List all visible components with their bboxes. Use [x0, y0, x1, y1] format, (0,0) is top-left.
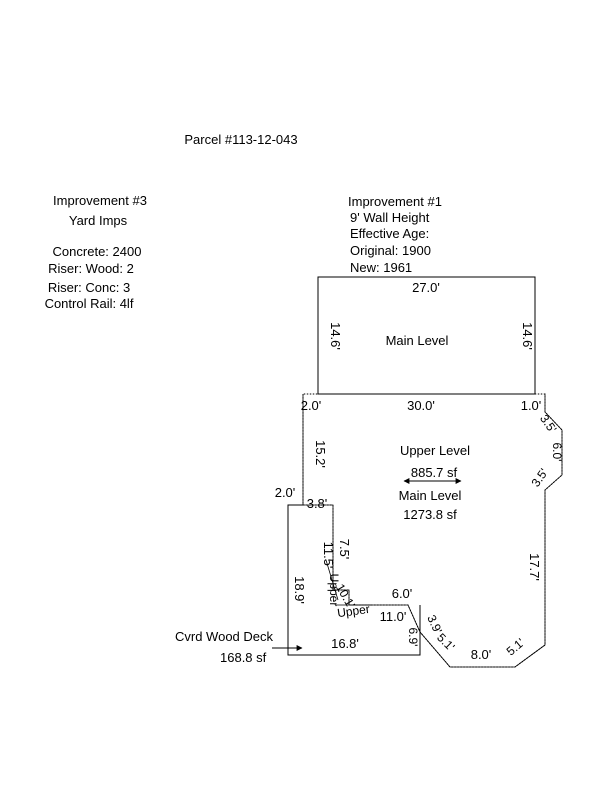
improvement3-riser-conc: Riser: Conc: 3 — [47, 280, 131, 295]
dim-top-width: 27.0' — [412, 280, 440, 295]
main-level-top-label: Main Level — [386, 333, 449, 348]
main-level-label: Main Level — [399, 488, 462, 503]
dim-diag-c: 3.5' — [529, 466, 551, 490]
dim-right-wall: 17.7' — [527, 553, 542, 581]
dim-mid-center: 30.0' — [407, 398, 435, 413]
dim-step-b: 6.0' — [392, 586, 413, 601]
main-level-solid-outline — [302, 394, 563, 668]
deck-outline — [287, 504, 421, 656]
dim-diag-b: 6.0' — [550, 443, 564, 462]
improvement1-title: Improvement #1 — [348, 194, 442, 209]
dim-left-wall: 15.2' — [313, 440, 328, 468]
improvement1-wall-height: 9' Wall Height — [350, 210, 430, 225]
improvement1-original: Original: 1900 — [350, 243, 431, 258]
dim-small-a: 6.9' — [406, 628, 420, 647]
parcel-number: Parcel #113-12-043 — [184, 132, 298, 147]
improvement3-control-rail: Control Rail: 4lf — [44, 296, 134, 311]
dim-mid-left: 2.0' — [301, 398, 322, 413]
dim-bottom: 8.0' — [471, 647, 492, 662]
dim-step-c: 11.0' — [380, 609, 407, 624]
improvement1-new: New: 1961 — [350, 260, 413, 275]
dim-step-a: 3.8' — [307, 496, 328, 511]
dim-left-height: 14.6' — [328, 322, 343, 350]
dim-diag-d: 5.1' — [434, 631, 457, 654]
improvement3-subtitle: Yard Imps — [68, 213, 128, 228]
dim-diag-e: 5.1' — [504, 635, 528, 658]
upper-level-sf: 885.7 sf — [411, 465, 458, 480]
dim-deck-top: 2.0' — [275, 485, 296, 500]
dim-vert-a: 11.5' — [321, 542, 336, 569]
dim-diag-a: 3.5' — [537, 412, 559, 436]
dim-deck-bottom: 16.8' — [331, 636, 359, 651]
dim-deck-left: 18.9' — [292, 576, 307, 604]
stair-upper-label: Upper — [336, 602, 370, 620]
stair-upper-vertical-label: Upper — [327, 574, 341, 607]
main-level-sf: 1273.8 sf — [403, 507, 457, 522]
dim-mid-right: 1.0' — [521, 398, 542, 413]
dim-vert-b: 7.5' — [337, 539, 352, 560]
improvement1-effective-age: Effective Age: — [350, 226, 430, 241]
deck-label: Cvrd Wood Deck — [175, 629, 274, 644]
improvement3-riser-wood: Riser: Wood: 2 — [48, 261, 134, 276]
stair-lines — [325, 559, 372, 606]
deck-sf: 168.8 sf — [220, 650, 267, 665]
improvement3-title: Improvement #3 — [53, 193, 147, 208]
main-level-outline — [317, 276, 536, 395]
dim-right-height: 14.6' — [520, 322, 535, 350]
upper-level-label: Upper Level — [400, 443, 470, 458]
improvement3-concrete: Concrete: 2400 — [52, 244, 142, 259]
